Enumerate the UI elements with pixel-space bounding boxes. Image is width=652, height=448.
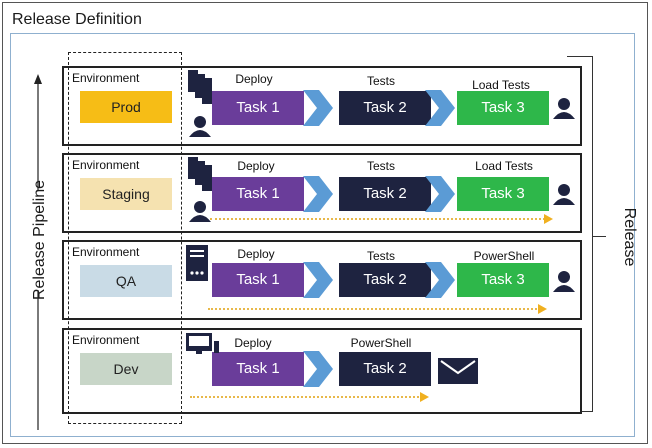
release-bracket-tick (592, 236, 606, 237)
diagram-title: Release Definition (12, 11, 142, 28)
chevron-right-icon (425, 262, 455, 298)
chevron-right-icon (425, 90, 455, 126)
stage-label: Deploy (235, 72, 273, 86)
servers-icon (188, 70, 212, 104)
user-icon (553, 184, 575, 205)
task-2-tests[interactable]: Task 2 (339, 91, 431, 125)
stage-label: Tests (366, 74, 395, 88)
user-icon (553, 98, 575, 119)
flow-arrowhead (538, 304, 547, 314)
chevron-right-icon (303, 351, 333, 387)
env-box-prod[interactable]: Prod (80, 91, 172, 123)
release-definition-frame (10, 33, 635, 437)
stage-label: PowerShell (350, 336, 412, 350)
task-2-tests[interactable]: Task 2 (339, 263, 431, 297)
release-label: Release (621, 207, 638, 267)
flow-arrowhead (544, 214, 553, 224)
stage-label: Load Tests (472, 78, 530, 92)
env-label: Environment (72, 333, 140, 347)
stage-label: Tests (366, 249, 395, 263)
user-icon (553, 271, 575, 292)
task-2-powershell[interactable]: Task 2 (339, 352, 431, 386)
flow-line (208, 308, 540, 310)
mail-icon (438, 358, 478, 384)
servers-icon (188, 157, 212, 191)
environments-dashed-group (68, 52, 182, 424)
flow-arrowhead (420, 392, 429, 402)
env-box-staging[interactable]: Staging (80, 178, 172, 210)
flow-line (190, 396, 422, 398)
stage-label: Deploy (237, 159, 275, 173)
task-1-deploy[interactable]: Task 1 (212, 177, 304, 211)
task-2-tests[interactable]: Task 2 (339, 177, 431, 211)
task-1-deploy[interactable]: Task 1 (212, 263, 304, 297)
env-label: Environment (72, 245, 140, 259)
stage-label: Load Tests (475, 159, 533, 173)
env-box-dev[interactable]: Dev (80, 353, 172, 385)
task-1-deploy[interactable]: Task 1 (212, 352, 304, 386)
user-icon (189, 116, 211, 137)
user-icon (189, 201, 211, 222)
chevron-right-icon (303, 90, 333, 126)
pipeline-arrow (34, 74, 42, 430)
task-1-deploy[interactable]: Task 1 (212, 91, 304, 125)
stage-label: Deploy (234, 336, 272, 350)
server-tower-icon (186, 245, 208, 281)
stage-label: PowerShell (473, 249, 535, 263)
chevron-right-icon (425, 176, 455, 212)
env-box-qa[interactable]: QA (80, 265, 172, 297)
task-3-load-tests[interactable]: Task 3 (457, 91, 549, 125)
task-3-powershell[interactable]: Task 3 (457, 263, 549, 297)
chevron-right-icon (303, 176, 333, 212)
task-3-load-tests[interactable]: Task 3 (457, 177, 549, 211)
stage-label: Tests (366, 159, 395, 173)
outer-frame (2, 2, 648, 444)
chevron-right-icon (303, 262, 333, 298)
stage-label: Deploy (237, 247, 275, 261)
env-label: Environment (72, 158, 140, 172)
flow-line (210, 218, 545, 220)
monitor-icon (186, 333, 219, 354)
env-label: Environment (72, 71, 140, 85)
